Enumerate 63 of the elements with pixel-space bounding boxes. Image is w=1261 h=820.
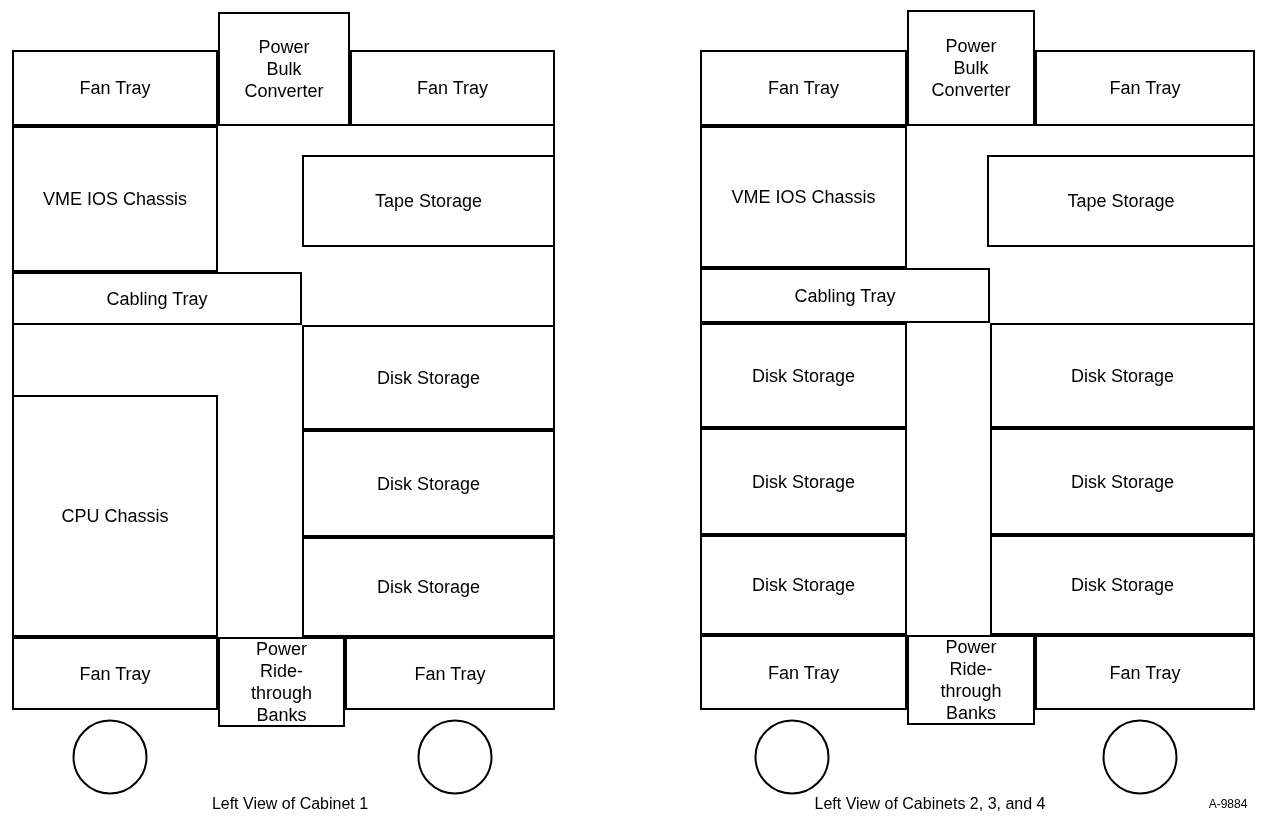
caster-wheel [1102,719,1178,795]
view-caption: Left View of Cabinet 1 [211,795,369,813]
component-panel [12,637,218,710]
component-label: Fan Tray [1109,77,1181,99]
component-panel [302,537,555,637]
component-label: Power Bulk Converter [930,35,1012,101]
component-panel [700,535,907,635]
component-panel [700,323,907,428]
component-label: Power Bulk Converter [243,36,325,102]
component-label: Fan Tray [1109,661,1181,684]
component-label: Disk Storage [376,576,480,598]
view-caption: Left View of Cabinets 2, 3, and 4 [814,795,1046,813]
component-panel [345,637,555,710]
component-label: Fan Tray [768,661,839,684]
component-panel [218,12,350,126]
component-label: Disk Storage [751,364,855,387]
caster-wheel [72,719,148,795]
figure-number: A-9884 [1208,797,1248,811]
component-panel [907,635,1035,725]
component-label: Disk Storage [1070,574,1174,596]
component-label: CPU Chassis [61,505,169,527]
component-panel [700,268,990,323]
component-label: Disk Storage [1070,470,1174,493]
component-panel [302,430,555,537]
component-panel [700,50,907,126]
component-label: Disk Storage [376,472,480,495]
component-label: Disk Storage [751,470,855,493]
component-label: Cabling Tray [106,287,208,310]
component-label: Fan Tray [414,662,486,685]
component-panel [700,428,907,535]
component-panel [990,323,1255,428]
component-label: Power Ride-through Banks [249,638,314,726]
component-panel [1035,635,1255,710]
component-label: Cabling Tray [794,284,896,307]
component-panel [700,635,907,710]
caster-wheel [754,719,830,795]
component-panel [987,155,1255,247]
component-panel [990,535,1255,635]
component-panel [907,10,1035,126]
caster-wheel [417,719,493,795]
component-label: Tape Storage [1067,190,1175,212]
component-label: VME IOS Chassis [42,188,187,210]
component-panel [990,428,1255,535]
component-panel [12,126,218,272]
component-panel [350,50,555,126]
component-label: Disk Storage [751,574,855,596]
component-label: Power Ride-through Banks [939,636,1003,724]
component-panel [12,272,302,325]
component-panel [1035,50,1255,126]
component-panel [700,126,907,268]
component-label: Tape Storage [374,190,483,212]
component-panel [302,325,555,430]
component-panel [302,155,555,247]
component-label: Fan Tray [79,662,151,685]
component-panel [218,637,345,727]
component-label: Disk Storage [376,366,480,389]
component-label: Fan Tray [417,77,488,99]
component-label: VME IOS Chassis [731,186,876,208]
component-label: Disk Storage [1070,364,1174,387]
component-label: Fan Tray [79,77,151,99]
component-panel [12,50,218,126]
component-label: Fan Tray [768,77,839,99]
component-panel [12,395,218,637]
